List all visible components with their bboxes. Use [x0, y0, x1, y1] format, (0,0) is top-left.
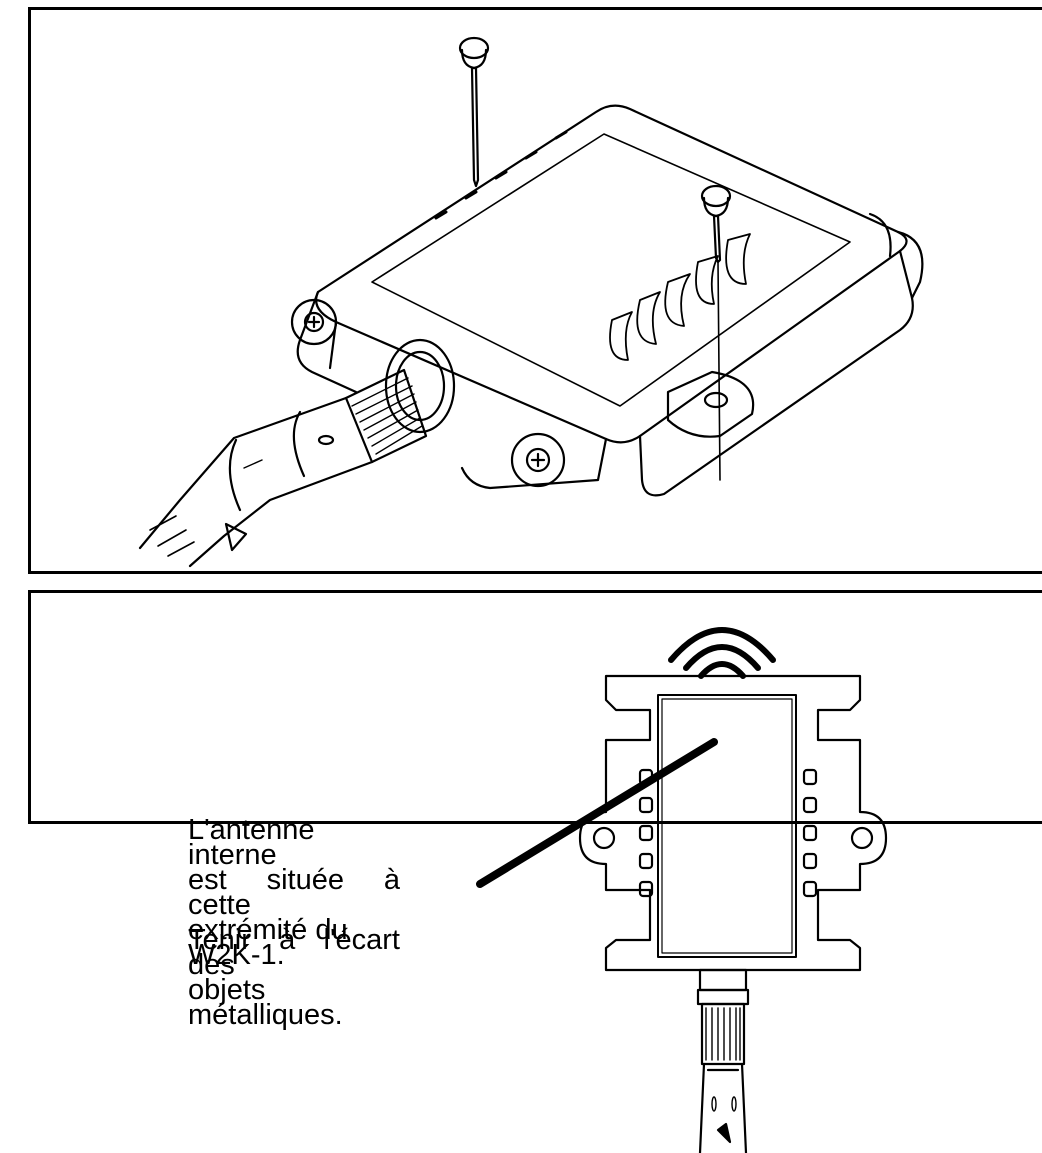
antenna-illustration-panel	[28, 590, 1042, 824]
note-line: W2K-1.	[188, 939, 285, 971]
note-line: est située à cette	[188, 864, 400, 921]
warning-line: objets métalliques.	[188, 974, 343, 1031]
warning-line: Tenir à l'écart des	[188, 924, 400, 981]
metal-warning-note: Tenir à l'écart des objets métalliques.	[188, 924, 400, 1031]
enclosure-top-view	[578, 627, 888, 1153]
note-line: extrémité du	[188, 914, 348, 946]
antenna-leader-line	[476, 738, 718, 888]
mounting-illustration-panel	[28, 7, 1042, 574]
antenna-location-note: L'antenne interne est située à cette ext…	[188, 814, 400, 971]
note-line: L'antenne interne	[188, 814, 315, 871]
enclosure-isometric	[138, 36, 924, 568]
